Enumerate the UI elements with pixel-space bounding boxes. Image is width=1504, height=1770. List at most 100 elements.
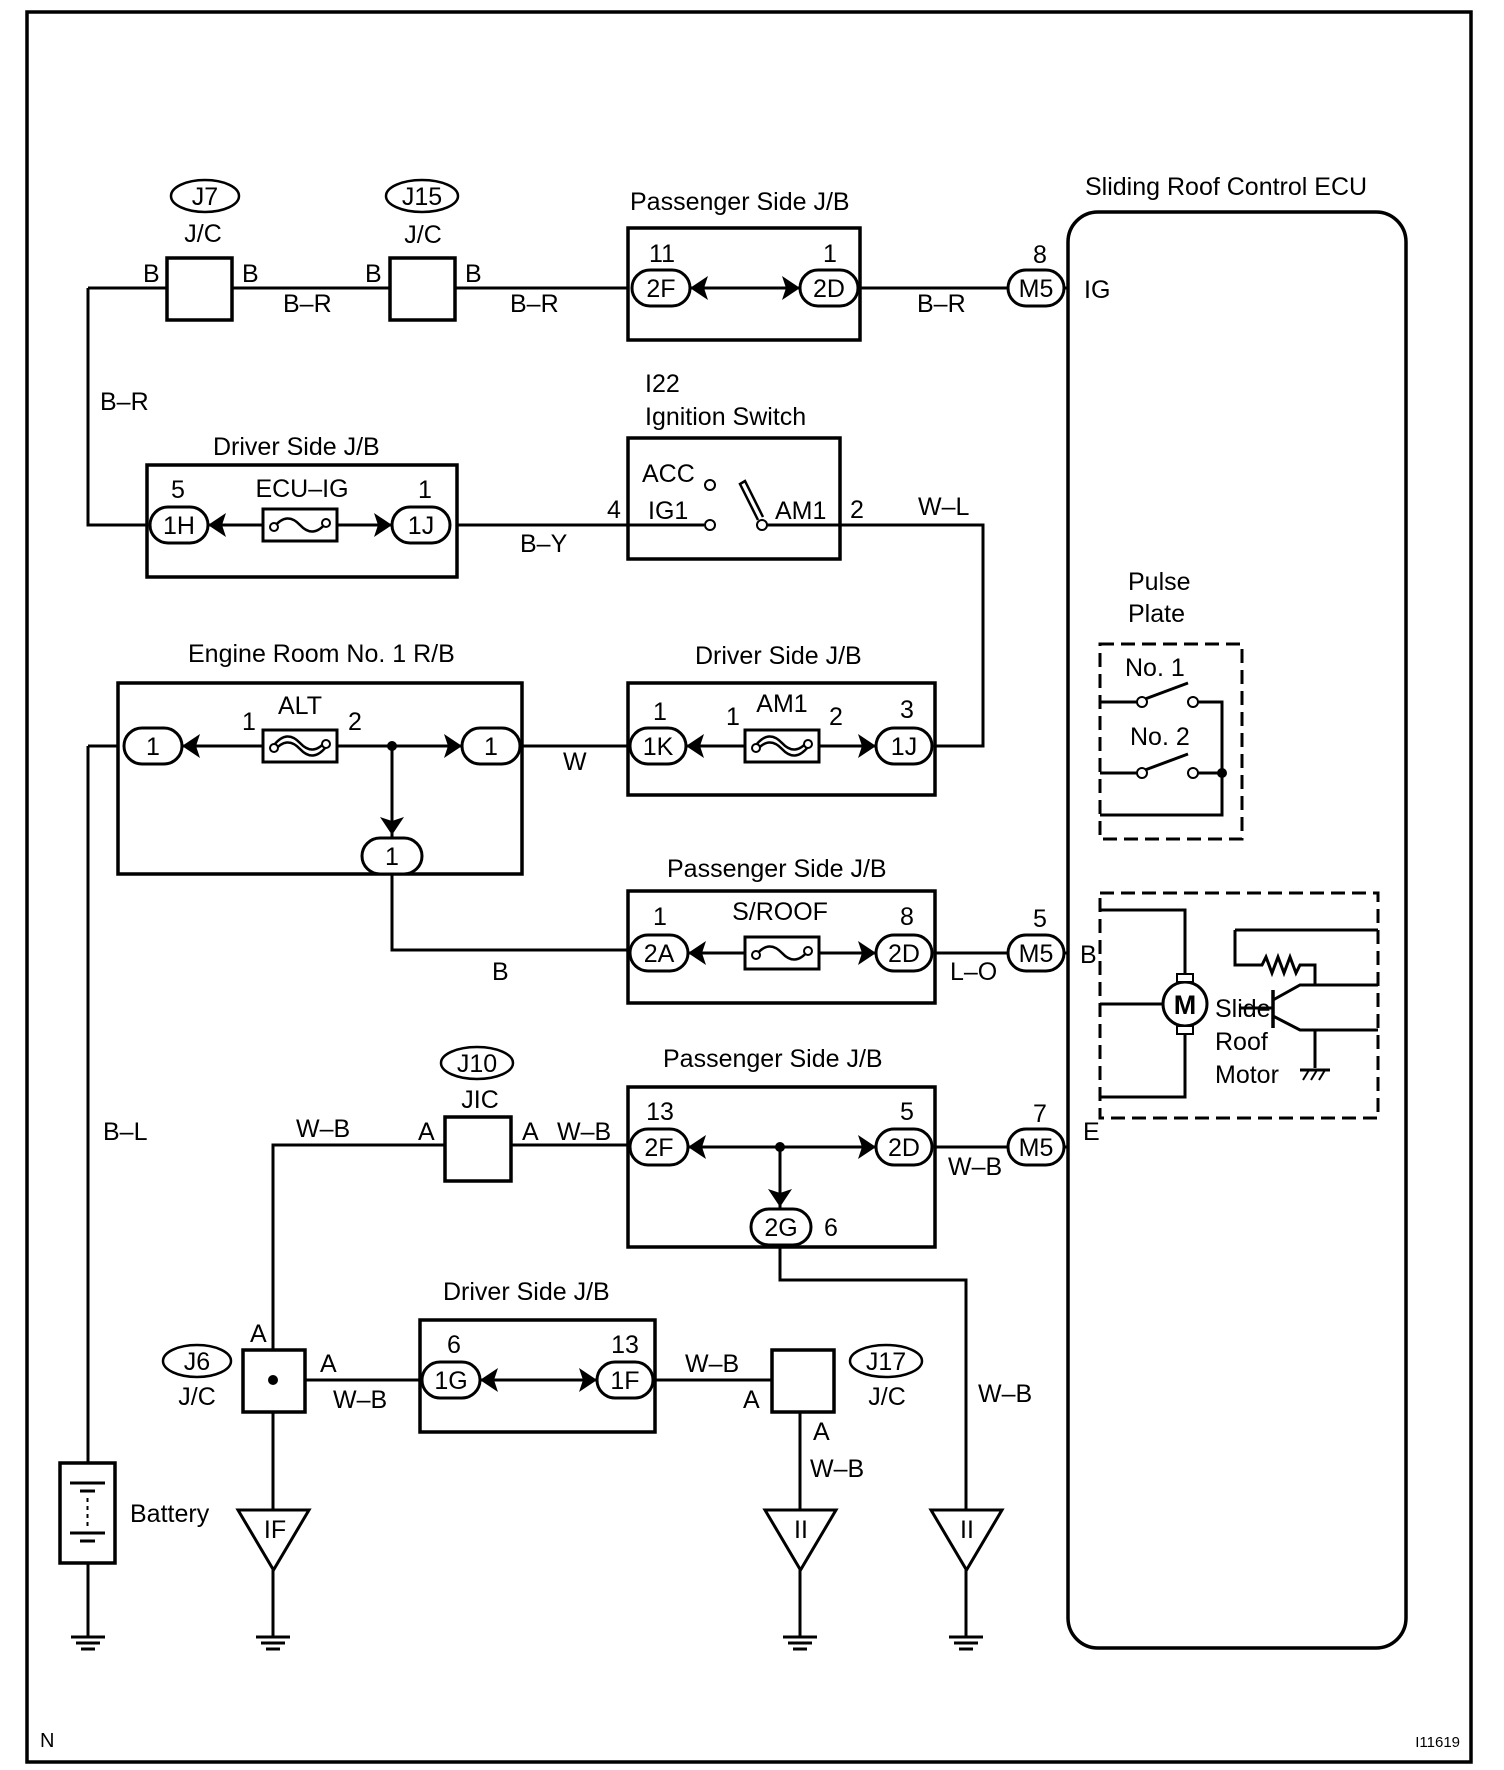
outer-frame: [25, 10, 1473, 1764]
fuse-alt-pin-2: 2: [348, 708, 362, 736]
wire-label-by: B–Y: [520, 530, 568, 558]
slide-roof-motor: M Slide Roof Motor: [1098, 891, 1380, 1120]
j15-pin-right: B: [465, 260, 482, 288]
wire-label-wb-j17: W–B: [685, 1350, 739, 1378]
dsjb-am1-conn-l: 1K: [643, 733, 674, 761]
psjb-ground-pin-r: 5: [900, 1098, 914, 1126]
j17-id: J17: [866, 1348, 906, 1376]
dsjb-am1-pin-l: 1: [653, 698, 667, 726]
fuse-am1-label: AM1: [756, 690, 807, 718]
psjb-top-conn-r: 2D: [813, 275, 845, 303]
psjb-top-title: Passenger Side J/B: [630, 188, 850, 216]
ignition-acc: ACC: [642, 460, 695, 488]
wire-label-wb-mid: W–B: [557, 1118, 611, 1146]
pulse-switch-no1-label: No. 1: [1125, 654, 1185, 682]
psjb-ground-pin-l: 13: [646, 1098, 674, 1126]
ground-ii-a-label: II: [794, 1516, 808, 1544]
wire-label-bl: B–L: [103, 1118, 148, 1146]
dsjb-am1-title: Driver Side J/B: [695, 642, 862, 670]
motor-symbol: M: [1174, 990, 1197, 1020]
pulse-plate: Pulse Plate No. 1 No. 2: [1098, 568, 1244, 841]
ecu-pin-ig: IG: [1084, 276, 1110, 304]
m5-connector-ig: M5 8: [1006, 241, 1066, 308]
m5-connector-e: M5 7: [1006, 1100, 1066, 1167]
psjb-sroof-pin-r: 8: [900, 903, 914, 931]
engine-room-rb: Engine Room No. 1 R/B 1 1 1 ALT 1 2: [116, 640, 524, 876]
wire-label-b: B: [492, 958, 509, 986]
j6-pin-top: A: [250, 1320, 267, 1348]
j15-type: J/C: [404, 221, 442, 249]
fuse-alt-pin-1: 1: [242, 708, 256, 736]
j17-pin-bottom: A: [813, 1418, 830, 1446]
ignition-pin-r: 2: [850, 496, 864, 524]
j10-type: JIC: [461, 1086, 499, 1114]
m5-label: M5: [1019, 275, 1054, 303]
psjb-ground-conn-b: 2G: [764, 1214, 797, 1242]
wire-label-br-3: B–R: [917, 290, 966, 318]
wire-label-wb-top: W–B: [296, 1115, 350, 1143]
ecu-pin-e: E: [1083, 1118, 1100, 1146]
psjb-sroof-title: Passenger Side J/B: [667, 855, 887, 883]
motor-label-motor: Motor: [1215, 1061, 1279, 1089]
motor-label-roof: Roof: [1215, 1028, 1268, 1056]
psjb-ground-title: Passenger Side J/B: [663, 1045, 883, 1073]
wire-label-wl: W–L: [918, 493, 970, 521]
engine-rb-conn-l: 1: [146, 733, 160, 761]
ground-point-ii-b: II: [928, 1508, 1005, 1651]
ground-icon: [781, 1613, 819, 1651]
j7-pin-left: B: [143, 260, 160, 288]
m5-pin-5: 5: [1033, 905, 1047, 933]
psjb-sroof-conn-l: 2A: [644, 940, 675, 968]
ignition-pin-l: 4: [607, 496, 621, 524]
psjb-sroof-conn-r: 2D: [888, 940, 920, 968]
j7-type: J/C: [184, 220, 222, 248]
j6-id: J6: [184, 1348, 210, 1376]
wire-label-lo: L–O: [950, 958, 997, 986]
wire-label-br-2: B–R: [510, 290, 559, 318]
fuse-am1-icon: [743, 728, 821, 764]
j6-pin-right: A: [320, 1350, 337, 1378]
j10-id: J10: [457, 1050, 497, 1078]
fuse-alt-icon: [261, 728, 339, 764]
corner-marker: N: [40, 1730, 54, 1752]
junction-j17: J17 J/C A A: [743, 1343, 924, 1446]
psjb-ground-conn-r: 2D: [888, 1134, 920, 1162]
psjb-sroof-pin-l: 1: [653, 903, 667, 931]
dsjb-ecuig-conn-l: 1H: [163, 512, 195, 540]
dsjb-ground-title: Driver Side J/B: [443, 1278, 610, 1306]
passenger-side-jb-top: Passenger Side J/B 2F 11 2D 1: [626, 188, 862, 342]
ignition-switch: I22 Ignition Switch ACC IG1 AM1 4 2: [607, 370, 864, 561]
engine-rb-conn-r: 1: [484, 733, 498, 761]
dsjb-am1-conn-r: 1J: [891, 733, 917, 761]
dsjb-ground-pin-r: 13: [611, 1331, 639, 1359]
driver-side-jb-ecuig: Driver Side J/B 1H 5 1J 1 ECU–IG: [145, 433, 459, 579]
ignition-ig1: IG1: [648, 497, 688, 525]
j6-type: J/C: [178, 1383, 216, 1411]
psjb-ground-pin-b: 6: [824, 1214, 838, 1242]
ground-icon: [947, 1613, 985, 1651]
fuse-sroof-icon: [743, 935, 821, 971]
dsjb-ground-pin-l: 6: [447, 1331, 461, 1359]
fuse-alt-label: ALT: [278, 692, 322, 720]
battery: Battery: [58, 1461, 210, 1651]
dsjb-ground-conn-l: 1G: [434, 1367, 467, 1395]
engine-rb-conn-b: 1: [385, 843, 399, 871]
m5-label: M5: [1019, 1134, 1054, 1162]
ground-point-ii-a: II: [762, 1508, 839, 1651]
passenger-side-jb-ground: Passenger Side J/B 2F 13 2D 5 2G 6: [626, 1045, 937, 1249]
m5-connector-b: M5 5: [1006, 905, 1066, 973]
ecu-title: Sliding Roof Control ECU: [1085, 173, 1367, 201]
ground-icon: [254, 1613, 292, 1651]
wire-label-wb-m5: W–B: [948, 1153, 1002, 1181]
driver-side-jb-ground: Driver Side J/B 1G 6 1F 13: [418, 1278, 657, 1434]
junction-j6: J6 J/C A A: [161, 1320, 337, 1414]
ignition-code: I22: [645, 370, 680, 398]
pulse-plate-subtitle: Plate: [1128, 600, 1185, 628]
wire-label-w: W: [563, 748, 587, 776]
m5-label: M5: [1019, 940, 1054, 968]
fuse-am1-pin-1: 1: [726, 703, 740, 731]
ground-icon: [69, 1613, 107, 1651]
j15-pin-left: B: [365, 260, 382, 288]
engine-rb-title: Engine Room No. 1 R/B: [188, 640, 455, 668]
j15-id: J15: [402, 183, 442, 211]
